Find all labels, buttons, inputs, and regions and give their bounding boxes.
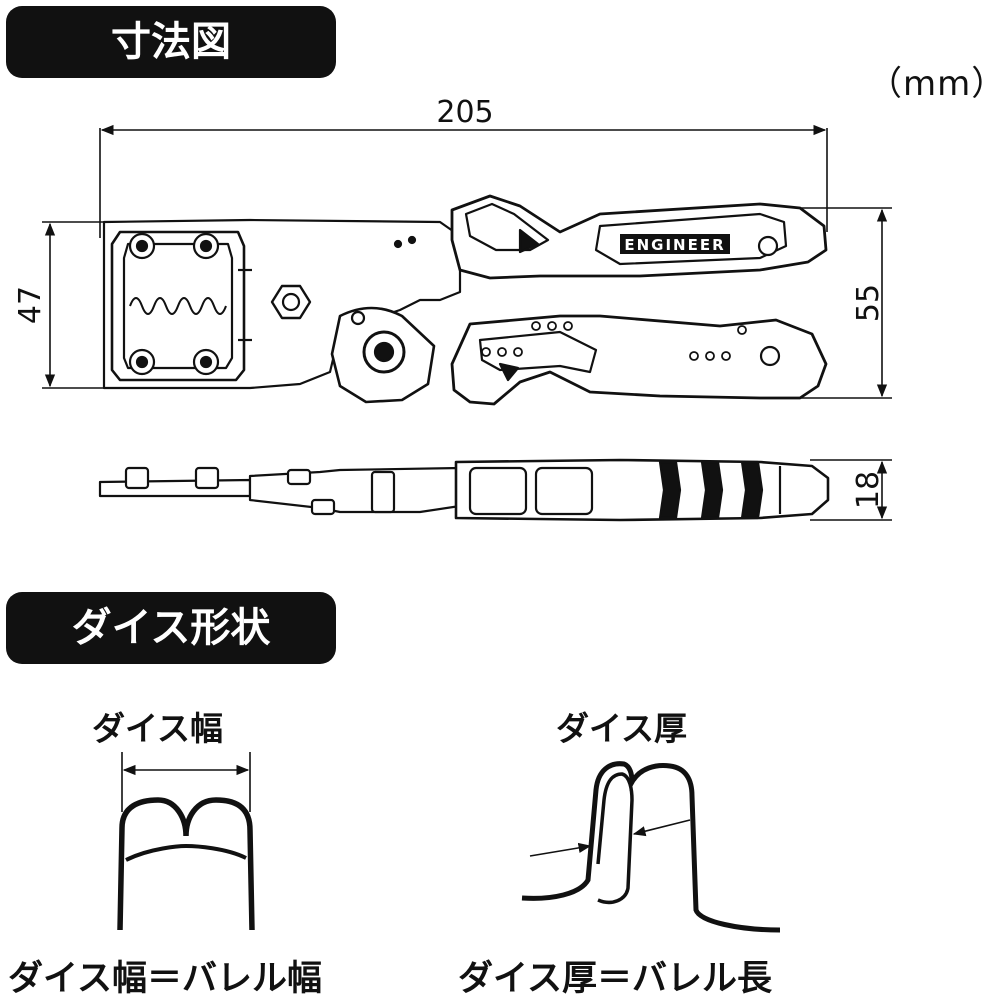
- dimension-47-label: 47: [13, 286, 48, 324]
- dimension-18-label: 18: [851, 471, 886, 509]
- die-thickness-formula: ダイス厚＝バレル長: [458, 959, 772, 999]
- plier-side-view: [98, 458, 830, 522]
- die-thickness-label: ダイス厚: [556, 709, 688, 748]
- die-shape-heading: ダイス形状: [6, 592, 336, 664]
- dimension-55-label: 55: [851, 284, 886, 322]
- plier-top-view: ENGINEER: [102, 194, 828, 406]
- die-width-diagram: [117, 752, 255, 931]
- dimensions-heading: 寸法図: [6, 6, 336, 78]
- die-thickness-diagram: [521, 761, 781, 933]
- dimension-55: [800, 207, 892, 399]
- dimension-205-label: 205: [436, 95, 493, 130]
- dimension-205: [99, 124, 828, 238]
- die-width-label: ダイス幅: [92, 709, 224, 748]
- brand-text: ENGINEER: [624, 236, 725, 254]
- die-width-formula: ダイス幅＝バレル幅: [8, 959, 322, 999]
- die-screw-icons: [128, 232, 220, 376]
- dimension-18: [810, 459, 892, 521]
- brand-badge: [620, 234, 730, 254]
- unit-label: （mm）: [868, 64, 1000, 104]
